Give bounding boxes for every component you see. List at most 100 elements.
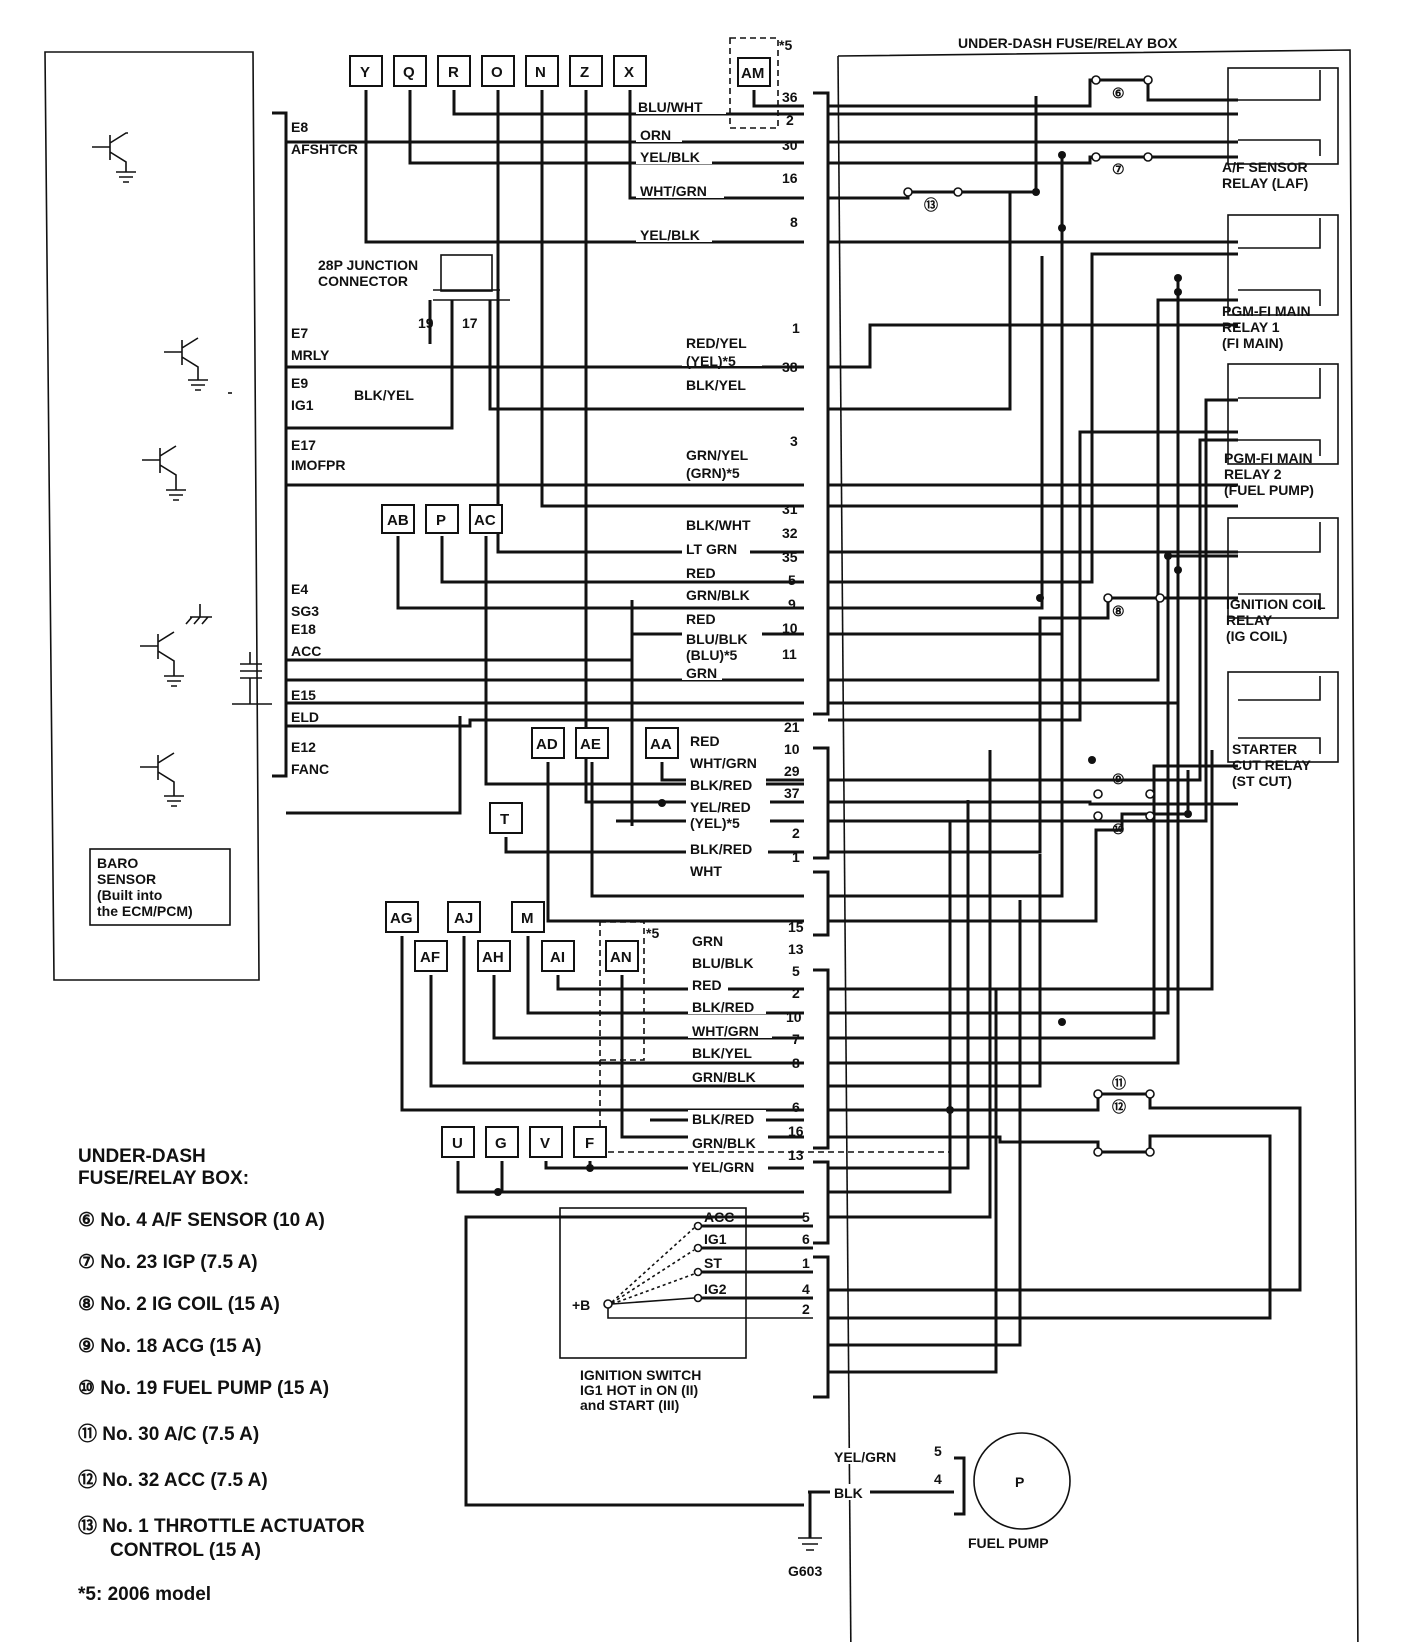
- svg-text:Y: Y: [360, 64, 370, 81]
- svg-text:RED: RED: [686, 611, 716, 627]
- bottom-connectors: [441, 1126, 804, 1507]
- svg-text:(IG COIL): (IG COIL): [1226, 628, 1287, 644]
- svg-text:YEL/GRN: YEL/GRN: [834, 1449, 896, 1465]
- ecm-ground-e4: [185, 604, 212, 625]
- svg-text:E8: E8: [291, 119, 308, 135]
- svg-text:ORN: ORN: [640, 127, 671, 143]
- svg-text:the ECM/PCM): the ECM/PCM): [97, 903, 193, 919]
- svg-text:8: 8: [792, 1055, 800, 1071]
- svg-text:F: F: [585, 1135, 594, 1152]
- ecm-capacitor: [228, 392, 272, 705]
- ignition-switch-box: [559, 1207, 747, 1359]
- svg-text:+B: +B: [572, 1297, 590, 1313]
- svg-text:E17: E17: [291, 437, 316, 453]
- ecm-transistor-e7: [164, 337, 208, 391]
- svg-text:AN: AN: [610, 949, 632, 966]
- fuel-pump-labels: YEL/GRN 5 BLK 4 P FUEL PUMP G603: [788, 1443, 1049, 1579]
- svg-text:GRN/BLK: GRN/BLK: [686, 587, 750, 603]
- svg-text:YEL/GRN: YEL/GRN: [692, 1159, 754, 1175]
- svg-text:6: 6: [792, 1099, 800, 1115]
- svg-text:⑬: ⑬: [924, 197, 938, 213]
- legend-item: ⑩ No. 19 FUEL PUMP (15 A): [78, 1378, 330, 1399]
- svg-text:MRLY: MRLY: [291, 347, 330, 363]
- fuse-relay-box-title: UNDER-DASH FUSE/RELAY BOX: [958, 35, 1178, 51]
- svg-text:(ST CUT): (ST CUT): [1232, 773, 1292, 789]
- top-connector-labels: Y Q R O N Z X AM *5: [360, 37, 792, 82]
- svg-text:31: 31: [782, 501, 798, 517]
- legend-item: ⑬ No. 1 THROTTLE ACTUATOR: [78, 1516, 365, 1537]
- svg-text:8: 8: [790, 214, 798, 230]
- svg-text:10: 10: [784, 741, 800, 757]
- svg-text:(Built into: (Built into: [97, 887, 162, 903]
- svg-text:SG3: SG3: [291, 603, 319, 619]
- ecm-transistor-e17: [142, 445, 186, 501]
- svg-text:LT GRN: LT GRN: [686, 541, 737, 557]
- connector-bracket-ign: [813, 1255, 830, 1399]
- svg-text:9: 9: [788, 596, 796, 612]
- upper-wire-labels: BLU/WHT 36 ORN 2 YEL/BLK 30 WHT/GRN 16 Y…: [352, 89, 800, 681]
- svg-text:(YEL)*5: (YEL)*5: [690, 815, 740, 831]
- svg-text:U: U: [452, 1135, 463, 1152]
- svg-text:10: 10: [786, 1009, 802, 1025]
- splice-dots: [494, 151, 1192, 1196]
- svg-text:P: P: [436, 512, 446, 529]
- svg-text:BLK/RED: BLK/RED: [690, 777, 752, 793]
- fuse-number-marks: ⑥ ⑦ ⑬ ⑧ ⑨ ⑩ ⑪ ⑫: [924, 85, 1126, 1115]
- low-wire-labels: GRN 15 BLU/BLK 13 RED 5 BLK/RED 2 WHT/GR…: [688, 919, 804, 1085]
- right-connector-labels: AD AE AA T: [500, 736, 672, 828]
- svg-text:STARTER: STARTER: [1232, 741, 1297, 757]
- svg-text:YEL/BLK: YEL/BLK: [640, 227, 700, 243]
- svg-text:5: 5: [788, 572, 796, 588]
- relay-labels: A/F SENSOR RELAY (LAF) PGM-FI MAIN RELAY…: [1222, 159, 1326, 789]
- svg-text:and START (III): and START (III): [580, 1397, 679, 1413]
- svg-text:IG1: IG1: [291, 397, 314, 413]
- svg-text:1: 1: [802, 1255, 810, 1271]
- ecm-transistor-e18: [140, 631, 184, 687]
- svg-text:6: 6: [802, 1231, 810, 1247]
- svg-text:E18: E18: [291, 621, 316, 637]
- top-wires: [286, 90, 804, 804]
- svg-text:13: 13: [788, 941, 804, 957]
- mid-connectors: [381, 504, 503, 534]
- svg-text:ACC: ACC: [704, 1209, 734, 1225]
- fuse-relay-box-outline: [837, 49, 1359, 1642]
- ecm-pin-labels: E8 AFSHTCR E7 MRLY E9 IG1 E17 IMOFPR E4 …: [291, 119, 358, 777]
- svg-text:4: 4: [802, 1281, 810, 1297]
- svg-text:O: O: [491, 64, 503, 81]
- svg-text:IG1 HOT in ON (II): IG1 HOT in ON (II): [580, 1382, 698, 1398]
- svg-text:⑪: ⑪: [1112, 1075, 1126, 1091]
- svg-text:2: 2: [792, 825, 800, 841]
- svg-text:BLK: BLK: [834, 1485, 863, 1501]
- svg-text:FUEL PUMP: FUEL PUMP: [968, 1535, 1049, 1551]
- lower-connectors: [385, 901, 951, 1153]
- svg-text:BLK/YEL: BLK/YEL: [354, 387, 414, 403]
- svg-text:10: 10: [782, 620, 798, 636]
- svg-text:Q: Q: [403, 64, 415, 81]
- svg-text:E7: E7: [291, 325, 308, 341]
- svg-text:WHT/GRN: WHT/GRN: [690, 755, 757, 771]
- svg-text:IMOFPR: IMOFPR: [291, 457, 345, 473]
- fuse-legend: UNDER-DASH FUSE/RELAY BOX: ⑥ No. 4 A/F S…: [78, 1146, 498, 1606]
- fuse-box-wiring: [828, 78, 1302, 1374]
- svg-text:5: 5: [792, 963, 800, 979]
- svg-text:16: 16: [788, 1123, 804, 1139]
- ecm-transistor-e8: [92, 132, 136, 183]
- svg-text:1: 1: [792, 320, 800, 336]
- svg-text:BLU/BLK: BLU/BLK: [692, 955, 753, 971]
- legend-item: ⑥ No. 4 A/F SENSOR (10 A): [78, 1210, 325, 1231]
- legend-footnote: *5: 2006 model: [78, 1584, 212, 1605]
- svg-text:RELAY 2: RELAY 2: [1224, 466, 1282, 482]
- svg-text:WHT/GRN: WHT/GRN: [640, 183, 707, 199]
- svg-text:AE: AE: [580, 736, 601, 753]
- svg-text:36: 36: [782, 89, 798, 105]
- svg-text:*5: *5: [779, 37, 792, 53]
- svg-text:BLK/RED: BLK/RED: [690, 841, 752, 857]
- svg-text:37: 37: [784, 785, 800, 801]
- legend-title-2: FUSE/RELAY BOX:: [78, 1168, 250, 1189]
- svg-text:35: 35: [782, 549, 798, 565]
- svg-text:RED: RED: [692, 977, 722, 993]
- svg-text:E9: E9: [291, 375, 308, 391]
- svg-text:AB: AB: [387, 512, 409, 529]
- svg-text:T: T: [500, 811, 509, 828]
